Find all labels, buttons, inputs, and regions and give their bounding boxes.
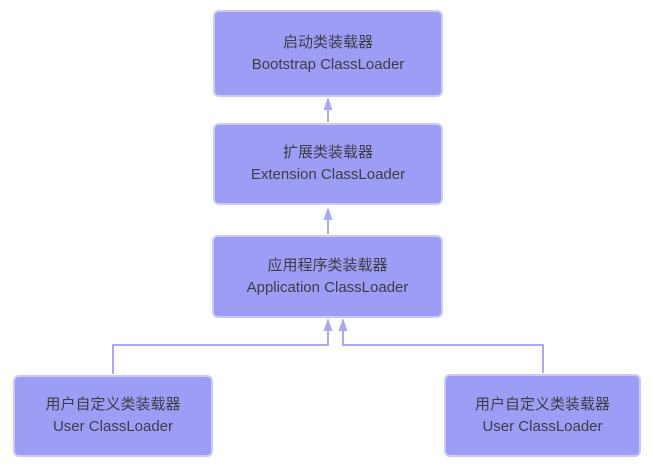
edge-extension-to-bootstrap [323,97,333,122]
node-label-zh: 用户自定义类装载器 [45,396,181,413]
arrowhead-up-icon [323,318,333,331]
edge-application-to-extension [323,207,333,234]
node-user-classloader-left: 用户自定义类装载器 User ClassLoader [13,375,213,457]
arrowhead-up-icon [323,97,333,110]
edge-user-left-to-application [112,318,333,374]
node-application-classloader: 应用程序类装载器 Application ClassLoader [212,235,443,318]
node-label-en: User ClassLoader [52,418,174,435]
arrowhead-up-icon [323,207,333,220]
node-label-en: User ClassLoader [482,417,603,435]
node-label-zh: 应用程序类装载器 [267,256,388,274]
node-label-zh: 用户自定义类装载器 [474,395,610,413]
node-bootstrap-classloader: 启动类装载器 Bootstrap ClassLoader [213,10,443,97]
node-label-en: Extension ClassLoader [250,166,406,183]
node-label-zh: 启动类装载器 [282,33,373,51]
edge-user-right-to-application [338,318,544,373]
node-label-en: Application ClassLoader [246,278,409,296]
node-label-en: Bootstrap ClassLoader [251,55,405,73]
arrowhead-up-icon [338,318,348,331]
node-label-zh: 扩展类装载器 [282,144,373,161]
node-extension-classloader: 扩展类装载器 Extension ClassLoader [213,123,443,205]
node-user-classloader-right: 用户自定义类装载器 User ClassLoader [444,374,641,457]
